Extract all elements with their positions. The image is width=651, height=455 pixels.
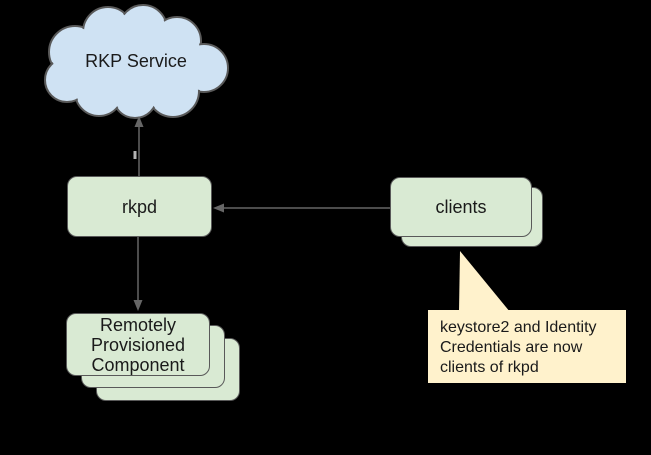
arrowhead-left-icon [213,203,224,213]
node-rpc-stack: Remotely Provisioned Component [66,313,240,401]
node-clients-stack: clients [390,177,543,247]
node-clients-label: clients [435,197,487,217]
node-rpc: Remotely Provisioned Component [66,313,210,376]
callout-tail [459,251,510,312]
connector-rkpd-to-rpc [133,237,143,311]
cloud-shape [44,4,229,119]
callout-note: keystore2 and Identity Credentials are n… [428,310,626,383]
node-rkpd: rkpd [67,176,212,237]
node-rkpd-label: rkpd [121,196,157,217]
connector-clients-to-rkpd [213,203,390,213]
arrowhead-down-icon [133,300,143,311]
connector-midpoint-artifact [133,151,137,159]
callout-note-text: keystore2 and Identity Credentials are n… [440,319,597,376]
connector-rkpd-to-rkp-service [133,116,144,176]
cloud-rkp-service-label: RKP Service [85,50,187,71]
node-rpc-label: Remotely Provisioned Component [90,314,186,375]
node-clients: clients [390,177,532,237]
arrowhead-up-icon [134,116,144,127]
